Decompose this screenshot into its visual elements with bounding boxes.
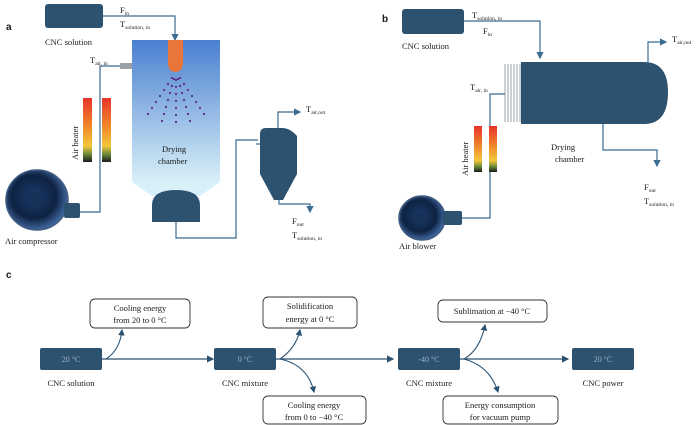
t-air-in-label-b: Tair, in: [470, 82, 488, 94]
node-cnc-mixture-0-value: 0 °C: [238, 355, 253, 364]
heater-bar-left-b: [474, 126, 482, 172]
panel-c-label: c: [6, 270, 12, 281]
f-out-label-a: Fout: [292, 216, 304, 228]
product-out-line-b: [602, 124, 661, 168]
powder-collector: [152, 190, 200, 222]
node-cnc-mixture-40-caption: CNC mixture: [406, 378, 452, 388]
heater-bar-right-b: [489, 126, 497, 172]
branch-cooling-1: [105, 328, 125, 360]
t-solution-in-label: Tsolution, in: [120, 19, 150, 31]
node-cnc-mixture-0: [214, 348, 276, 370]
box-sublimation: [437, 299, 548, 323]
box-vacuum-pump: [442, 395, 559, 425]
node-cnc-mixture-40: [398, 348, 460, 370]
cyclone-separator: [260, 128, 297, 200]
node-cnc-power-value: 20 °C: [594, 355, 613, 364]
blower-motor: [443, 211, 462, 225]
panel-b: b CNC solution Tsolution, in Fin Drying …: [382, 9, 692, 251]
branch-solidification: [279, 328, 303, 360]
air-out-line-a: [277, 108, 302, 128]
chamber-label-a: chamber: [158, 156, 187, 166]
node-cnc-mixture-0-caption: CNC mixture: [222, 378, 268, 388]
node-cnc-power-caption: CNC power: [583, 378, 624, 388]
t-solution-in-label-b: Tsolution, in: [472, 10, 502, 22]
box-solidification-line1: Solidification: [287, 301, 334, 311]
cnc-solution-label-b: CNC solution: [402, 41, 450, 51]
air-supply-line-a: [80, 65, 120, 213]
node-cnc-solution-caption: CNC solution: [48, 378, 96, 388]
drying-label-a: Drying: [162, 144, 187, 154]
chamber-cone: [132, 182, 220, 196]
node-cnc-solution-value: 20 °C: [62, 355, 81, 364]
f-in-label-b: Fin: [483, 26, 492, 38]
node-cnc-solution: [40, 348, 102, 370]
box-cooling-0-to-40: [262, 395, 367, 425]
branch-cooling-2: [279, 358, 317, 394]
heater-bar-left: [83, 98, 92, 162]
box-cooling-0-to-40-line1: Cooling energy: [288, 400, 341, 410]
box-sublimation-text: Sublimation at −40 °C: [454, 306, 531, 316]
node-cnc-power: [572, 348, 634, 370]
cnc-solution-label: CNC solution: [45, 37, 93, 47]
air-compressor-label: Air compressor: [5, 236, 58, 246]
chamber-label-b: chamber: [555, 154, 584, 164]
air-blower-label: Air blower: [399, 241, 436, 251]
panel-a-label: a: [6, 22, 12, 33]
t-air-out-label-b: Tair,out: [672, 34, 692, 46]
t-solution-out-label-b: Tsolution, in: [644, 196, 674, 208]
node-cnc-mixture-40-value: -40 °C: [418, 355, 439, 364]
feed-line-b: [464, 20, 544, 60]
air-heater-label-a: Air heater: [70, 126, 80, 160]
panel-a: a CNC solution Fin Tsolution, in Drying …: [5, 4, 326, 246]
cnc-solution-tank-b: [402, 9, 464, 34]
drying-label-b: Drying: [551, 142, 576, 152]
branch-sublimation: [463, 323, 488, 360]
panel-b-label: b: [382, 14, 388, 25]
t-air-out-label-a: Tair,out: [306, 104, 326, 116]
outlet-line-a: [175, 139, 258, 239]
box-cooling-20-to-0-line2: from 20 to 0 °C: [113, 315, 167, 325]
t-solution-out-label-a: Tsolution, in: [292, 230, 322, 242]
air-inlet-port: [120, 63, 132, 69]
spray-droplets: [146, 76, 206, 124]
horizontal-drying-chamber: [521, 62, 668, 124]
box-vacuum-pump-line1: Energy consumption: [465, 400, 536, 410]
panel-c: c 20 °C CNC solution 0 °C CNC mixture -4…: [6, 270, 634, 425]
box-vacuum-pump-line2: for vacuum pump: [470, 412, 530, 422]
blower-hub: [414, 212, 426, 224]
inlet-grille: [504, 64, 521, 122]
compressor-hub: [27, 192, 43, 208]
heater-bar-right: [102, 98, 111, 162]
feed-line: [103, 15, 179, 42]
air-out-line-b: [647, 38, 668, 62]
branch-vacuum: [463, 358, 500, 394]
box-solidification: [262, 296, 358, 329]
f-out-label-b: Fout: [644, 182, 656, 194]
f-in-label: Fin: [120, 5, 129, 17]
air-heater-label-b: Air heater: [460, 142, 470, 176]
box-solidification-line2: energy at 0 °C: [286, 314, 335, 324]
cnc-solution-tank: [45, 4, 103, 28]
t-air-in-label-a: Tair, in: [90, 55, 108, 67]
box-cooling-20-to-0: [89, 298, 191, 329]
box-cooling-20-to-0-line1: Cooling energy: [114, 303, 167, 313]
product-out-line-a: [278, 200, 314, 214]
spray-nozzle: [168, 40, 183, 72]
box-cooling-0-to-40-line2: from 0 to −40 °C: [285, 412, 344, 422]
compressor-motor: [64, 203, 80, 218]
